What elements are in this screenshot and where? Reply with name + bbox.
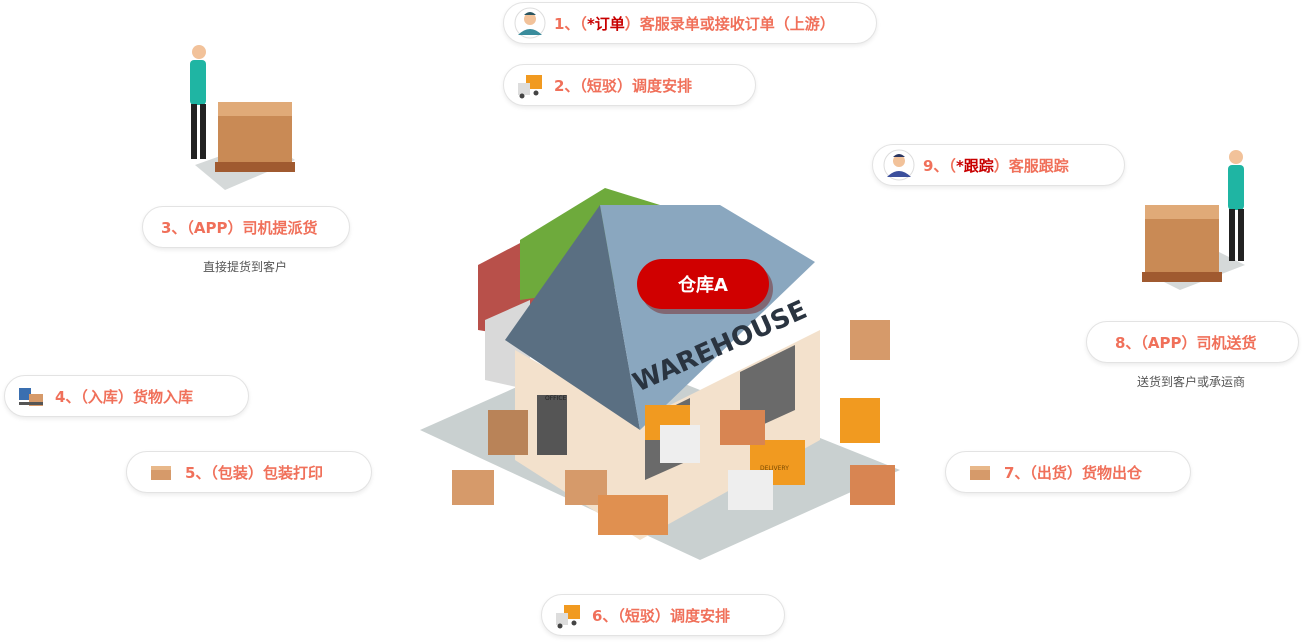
inbound-goods-icon <box>19 388 43 406</box>
step-3-caption: 直接提货到客户 <box>202 260 288 274</box>
step-2-dispatch[interactable]: 2、（短驳）调度安排 <box>503 64 756 106</box>
step-text: 6、（短驳）调度安排 <box>592 606 730 625</box>
package-icon <box>151 466 171 480</box>
step-1-order-entry[interactable]: 1、（*订单）客服录单或接收订单（上游） <box>503 2 877 44</box>
step-5-packaging[interactable]: 5、（包装）包装打印 <box>126 451 372 493</box>
step-text: 5、（包装）包装打印 <box>185 463 323 482</box>
step-text: ）客服录单或接收订单（上游） <box>624 14 835 33</box>
delivery-truck-icon <box>556 605 580 629</box>
trucks-and-pallets: DELIVERY <box>452 320 895 535</box>
step-text: 8、（APP）司机送货 <box>1115 333 1257 352</box>
step-text: 9、（ <box>923 156 956 175</box>
customer-service-avatar-icon <box>514 7 546 39</box>
step-text: 2、（短驳）调度安排 <box>554 76 692 95</box>
warehouse-a-badge: 仓库A <box>637 259 769 309</box>
truck-sign: DELIVERY <box>760 465 789 472</box>
step-8-caption: 送货到客户或承运商 <box>1136 375 1246 389</box>
step-3-driver-pickup[interactable]: 3、（APP）司机提派货 <box>142 206 350 248</box>
worker-with-boxes-right <box>1142 150 1245 290</box>
step-6-dispatch[interactable]: 6、（短驳）调度安排 <box>541 594 785 636</box>
step-text: 7、（出货）货物出仓 <box>1004 463 1142 482</box>
step-7-outbound[interactable]: 7、（出货）货物出仓 <box>945 451 1191 493</box>
step-highlight: *跟踪 <box>955 156 994 175</box>
delivery-truck-icon <box>518 75 542 99</box>
package-icon <box>970 466 990 480</box>
step-highlight: *订单 <box>586 14 625 33</box>
step-9-tracking[interactable]: 9、（*跟踪）客服跟踪 <box>872 144 1125 186</box>
office-sign: OFFICE <box>545 395 567 402</box>
step-4-inbound[interactable]: 4、（入库）货物入库 <box>4 375 249 417</box>
step-text: 4、（入库）货物入库 <box>55 387 193 406</box>
worker-with-boxes-left <box>190 45 295 190</box>
step-8-driver-delivery[interactable]: 8、（APP）司机送货 <box>1086 321 1299 363</box>
step-text: ）客服跟踪 <box>993 156 1069 175</box>
step-text: 3、（APP）司机提派货 <box>161 218 318 237</box>
step-text: 1、（ <box>554 14 587 33</box>
customer-service-avatar-icon <box>883 149 915 181</box>
